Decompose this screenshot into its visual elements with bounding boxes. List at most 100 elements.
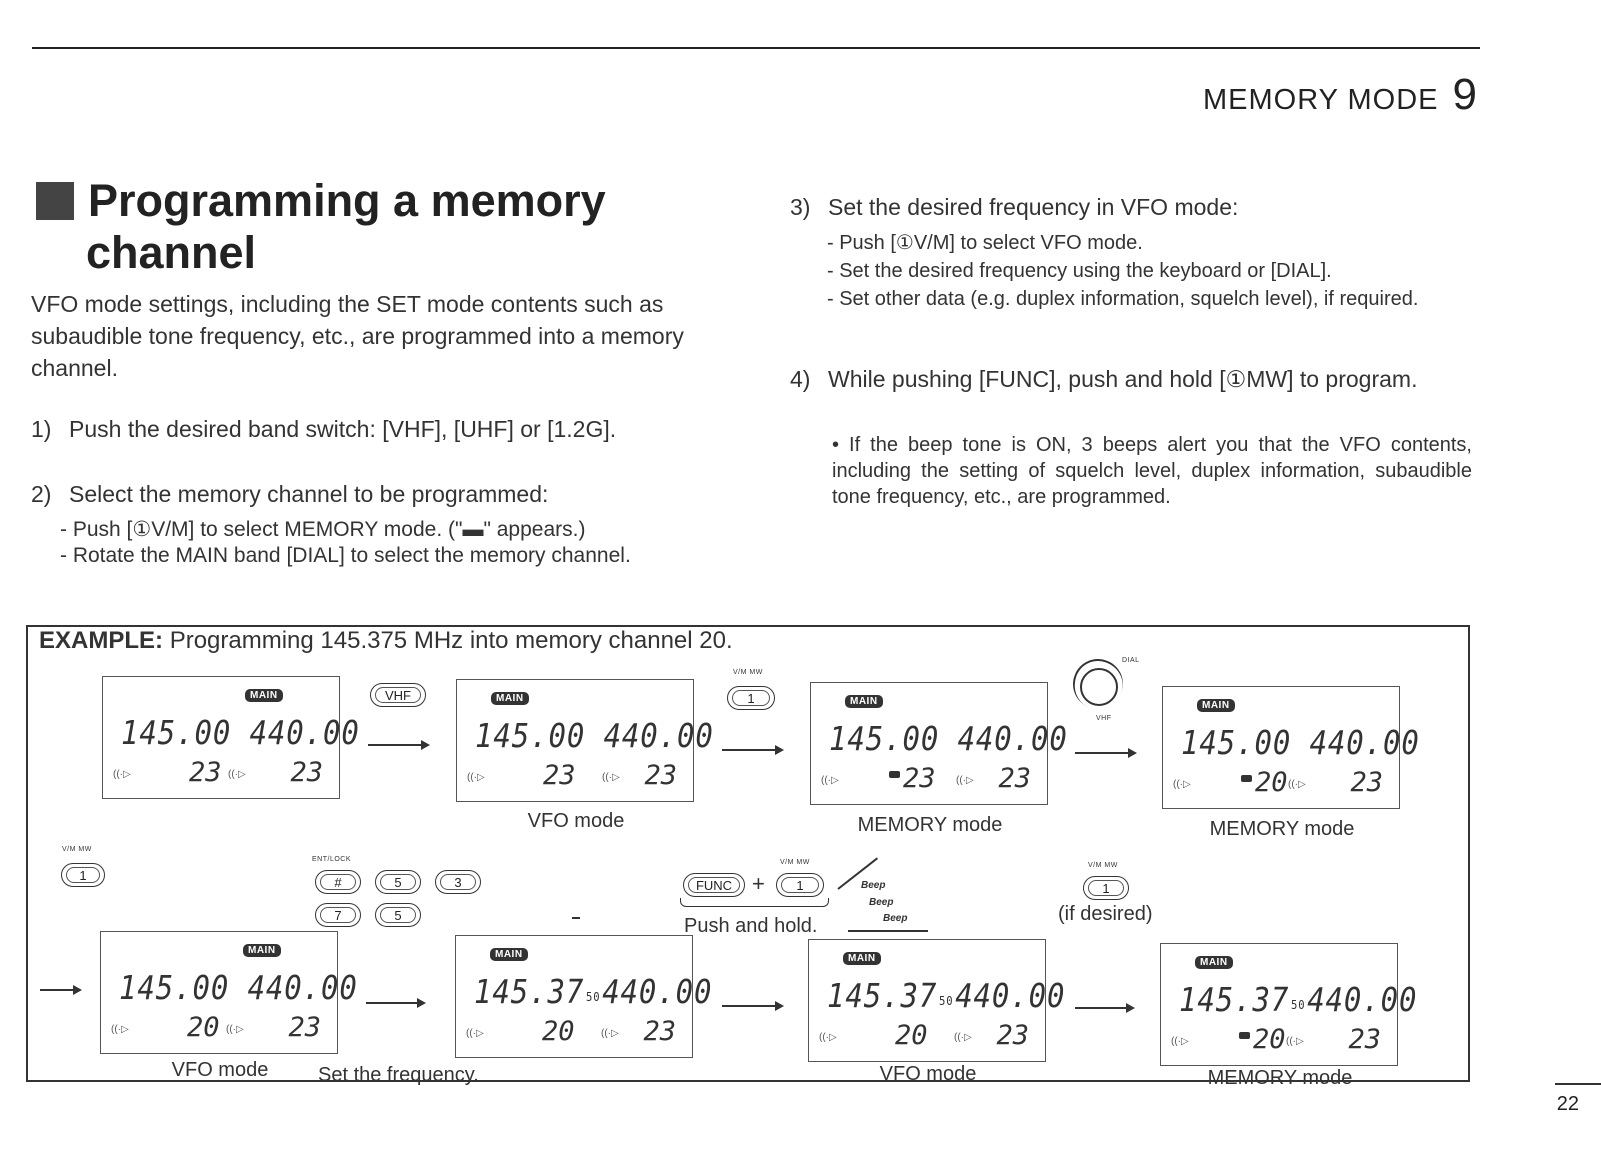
key-label: 7 — [334, 907, 342, 923]
channel-right: 23 — [288, 1012, 321, 1043]
step-number: 2) — [31, 481, 52, 507]
freq-left: 145.00 — [475, 716, 586, 755]
memory-icon — [889, 771, 900, 778]
three-key: 3 — [435, 870, 481, 894]
display-caption-5: VFO mode — [171, 1059, 269, 1081]
flow-arrow-1 — [368, 740, 430, 750]
freq-right: 440.00 — [603, 716, 714, 755]
five-key: 5 — [375, 903, 421, 927]
beep-underline — [848, 930, 928, 932]
key-caption-4: V/M MW — [780, 859, 810, 866]
frequency-readout: 145.00 440.00 — [119, 968, 358, 1007]
step-3-sub-3: - Set other data (e.g. duplex informatio… — [827, 288, 1419, 310]
freq-right: 440.00 — [247, 968, 358, 1007]
header-rule — [32, 47, 1480, 49]
key-label: 5 — [394, 874, 402, 890]
beep-text: Beep — [869, 897, 894, 908]
five-key: 5 — [375, 870, 421, 894]
flow-arrow-5 — [366, 998, 426, 1008]
section-heading: Programming a memory channel — [36, 175, 756, 279]
beep-text: Beep — [883, 913, 908, 924]
channel-left: 23 — [903, 763, 936, 794]
one-key: 1 — [61, 863, 105, 887]
step-text: Select the memory channel to be programm… — [69, 481, 549, 507]
plus-sign: + — [752, 871, 765, 896]
main-badge: MAIN — [845, 695, 883, 708]
if-desired-label: (if desired) — [1058, 903, 1153, 925]
freq-sub-50: 50 — [938, 994, 954, 1008]
channel-right: 23 — [644, 760, 677, 791]
main-badge: MAIN — [243, 944, 281, 957]
key-caption-2: V/M MW — [62, 846, 92, 853]
freq-right: 440.00 — [602, 972, 713, 1011]
freq-right: 440.00 — [955, 976, 1066, 1015]
main-badge: MAIN — [490, 948, 528, 961]
channel-left: 20 — [1255, 767, 1288, 798]
display-caption-2: VFO mode — [527, 810, 625, 832]
step-2-sub-2: - Rotate the MAIN band [DIAL] to select … — [60, 544, 631, 567]
main-badge: MAIN — [245, 689, 283, 702]
step-2-sub-1: - Push [①V/M] to select MEMORY mode. ("▬… — [60, 518, 586, 541]
step-text: While pushing [FUNC], push and hold [①MW… — [828, 366, 1418, 392]
example-caption: EXAMPLE: Programming 145.375 MHz into me… — [39, 627, 733, 655]
flow-arrow-7 — [1075, 1003, 1135, 1013]
flow-arrow-4 — [40, 985, 82, 995]
frequency-readout: 145.00 440.00 — [829, 719, 1068, 758]
memory-icon — [1239, 1032, 1250, 1039]
key-label: 3 — [454, 874, 462, 890]
channel-right: 23 — [998, 763, 1031, 794]
channel-right: 23 — [1350, 767, 1383, 798]
key-combo-bracket — [680, 898, 829, 907]
hash-key: # — [315, 870, 361, 894]
set-frequency-label: Set the frequency. — [318, 1064, 479, 1086]
freq-left: 145.37 — [827, 976, 938, 1015]
indicator-icon: ((·▷ — [228, 769, 246, 780]
key-caption-6: DIAL — [1122, 657, 1140, 664]
one-key: 1 — [776, 873, 824, 897]
channel-left: 20 — [895, 1020, 928, 1051]
display-caption-8: MEMORY mode — [1207, 1067, 1353, 1089]
channel-right: 23 — [1348, 1024, 1381, 1055]
freq-sub-50: 50 — [585, 990, 601, 1004]
freq-left: 145.00 — [121, 713, 232, 752]
key-caption-1: V/M MW — [733, 669, 763, 676]
push-and-hold-label: Push and hold. — [684, 915, 818, 937]
one-key: 1 — [1083, 876, 1129, 900]
indicator-icon: ((·▷ — [226, 1024, 244, 1035]
key-label: 1 — [796, 877, 804, 893]
main-badge: MAIN — [491, 692, 529, 705]
step-number: 1) — [31, 416, 52, 442]
step-4-bullet: • If the beep tone is ON, 3 beeps alert … — [832, 434, 1472, 508]
step-3: 3)Set the desired frequency in VFO mode: — [790, 192, 1480, 222]
freq-right: 440.00 — [1307, 980, 1418, 1019]
example-frame — [26, 625, 1470, 1082]
example-label: EXAMPLE: — [39, 627, 164, 654]
freq-left: 145.37 — [1179, 980, 1290, 1019]
step-text: Set the desired frequency in VFO mode: — [828, 194, 1239, 220]
intro-paragraph: VFO mode settings, including the SET mod… — [31, 291, 684, 381]
channel-right: 23 — [996, 1020, 1029, 1051]
indicator-icon: ((·▷ — [601, 1028, 619, 1039]
channel-right: 23 — [290, 757, 323, 788]
display-caption-4: MEMORY mode — [1209, 818, 1355, 840]
indicator-icon: ((·▷ — [821, 775, 839, 786]
step-number: 4) — [790, 366, 811, 392]
indicator-icon: ((·▷ — [956, 775, 974, 786]
key-label: VHF — [385, 687, 411, 703]
one-key: 1 — [727, 686, 775, 710]
step-4: 4) While pushing [FUNC], push and hold [①… — [790, 364, 1470, 394]
key-label: FUNC — [695, 877, 733, 893]
main-badge: MAIN — [1195, 956, 1233, 969]
indicator-icon: ((·▷ — [954, 1032, 972, 1043]
func-key: FUNC — [683, 873, 745, 897]
flow-dash — [572, 917, 580, 919]
channel-left: 23 — [189, 757, 222, 788]
key-label: 1 — [747, 690, 755, 706]
chapter-number: 9 — [1452, 70, 1477, 119]
